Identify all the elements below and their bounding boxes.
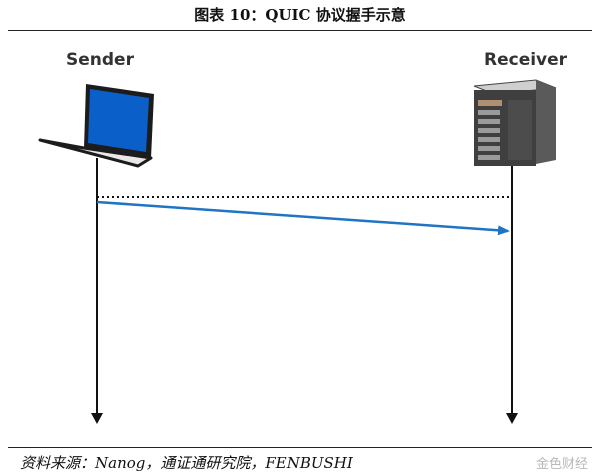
top-divider (8, 30, 592, 31)
watermark: 金色财经 (535, 457, 588, 472)
sender-lifeline (91, 158, 103, 424)
figure-title: 图表 10：QUIC 协议握手示意 (194, 6, 406, 24)
source-note: 资料来源：Nanog，通证通研究院，FENBUSHI (20, 454, 353, 472)
server-icon (473, 79, 557, 166)
receiver-lifeline (506, 166, 518, 424)
receiver-label: Receiver (484, 50, 568, 70)
sender-label: Sender (66, 50, 134, 70)
blue-arrow-message (96, 200, 510, 236)
bottom-divider (8, 447, 592, 448)
laptop-icon (38, 84, 154, 168)
